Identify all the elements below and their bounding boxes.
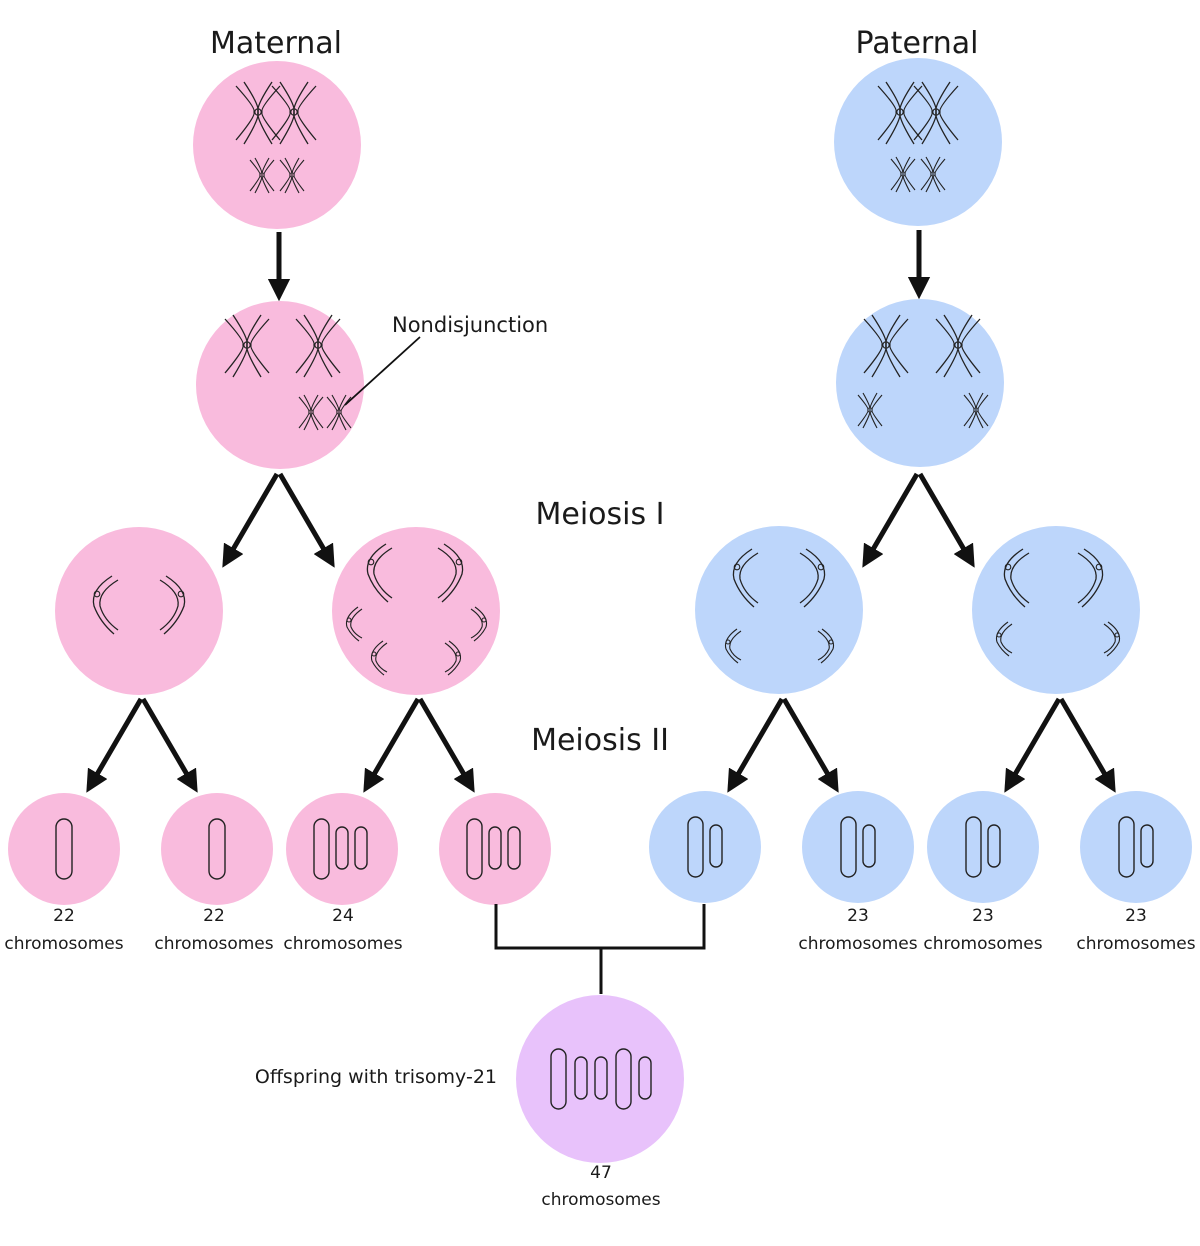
gamete-3-count: 24	[332, 906, 354, 926]
gamete-8-chromosomes	[1118, 816, 1154, 878]
paternal-arrow-3a	[727, 697, 785, 793]
gamete-1-count: 22	[53, 906, 75, 926]
maternal-heading: Maternal	[209, 26, 343, 61]
maternal-secondary-cell-b	[332, 527, 500, 695]
maternal-arrow-2b	[277, 472, 335, 568]
maternal-arrow-3d	[417, 697, 475, 793]
offspring-count: 47	[590, 1163, 612, 1183]
nondisjunction-label: Nondisjunction	[392, 313, 549, 337]
gamete-6-unit: chromosomes	[798, 934, 918, 954]
maternal-secondary-cell-a	[55, 527, 223, 695]
gamete-cell-6	[802, 791, 914, 903]
fertilization-connector	[494, 904, 706, 994]
gamete-cell-7	[927, 791, 1039, 903]
gamete-7-chromosomes	[965, 816, 1001, 878]
gamete-8-count: 23	[1125, 906, 1147, 926]
gamete-cell-3	[286, 793, 398, 905]
gamete-2-count: 22	[203, 906, 225, 926]
gamete-6-chromosomes	[840, 816, 876, 878]
maternal-arrow-3c	[363, 697, 421, 793]
gamete-1-unit: chromosomes	[4, 934, 124, 954]
paternal-heading: Paternal	[855, 26, 979, 61]
maternal-arrow-3a	[86, 697, 144, 793]
paternal-secondary-cell-a	[695, 526, 863, 694]
paternal-parent-cell	[834, 58, 1002, 226]
gamete-cell-5	[649, 791, 761, 903]
gamete-cell-2	[161, 793, 273, 905]
paternal-secondary-cell-b	[972, 526, 1140, 694]
gamete-7-unit: chromosomes	[923, 934, 1043, 954]
gamete-2-chromosome	[208, 818, 226, 880]
offspring-label: Offspring with trisomy-21	[254, 1066, 497, 1088]
nondisjunction-pointer	[344, 336, 421, 406]
paternal-metaphase-cell	[836, 299, 1004, 467]
gamete-1-chromosome	[55, 818, 73, 880]
offspring-unit: chromosomes	[541, 1190, 661, 1210]
paternal-arrow-3c	[1004, 697, 1062, 793]
gamete-4-chromosomes	[466, 818, 521, 880]
paternal-arrow-2b	[917, 472, 975, 568]
paternal-arrow-3b	[781, 697, 839, 793]
maternal-arrow-2a	[222, 472, 280, 568]
gamete-5-chromosomes	[687, 816, 723, 878]
gamete-2-unit: chromosomes	[154, 934, 274, 954]
gamete-3-unit: chromosomes	[283, 934, 403, 954]
maternal-arrow-3b	[140, 697, 198, 793]
gamete-8-unit: chromosomes	[1076, 934, 1196, 954]
gamete-cell-8	[1080, 791, 1192, 903]
meiosis-2-label: Meiosis II	[531, 723, 669, 758]
offspring-chromosomes	[550, 1048, 652, 1110]
gamete-7-count: 23	[972, 906, 994, 926]
gamete-3-chromosomes	[313, 818, 368, 880]
maternal-metaphase-cell	[196, 301, 364, 469]
paternal-arrow-2a	[862, 472, 920, 568]
gamete-6-count: 23	[847, 906, 869, 926]
paternal-arrow-3d	[1058, 697, 1116, 793]
meiosis-1-label: Meiosis I	[535, 497, 665, 532]
gamete-cell-4	[439, 793, 551, 905]
gamete-cell-1	[8, 793, 120, 905]
maternal-parent-cell	[193, 61, 361, 229]
offspring-cell	[516, 995, 684, 1163]
